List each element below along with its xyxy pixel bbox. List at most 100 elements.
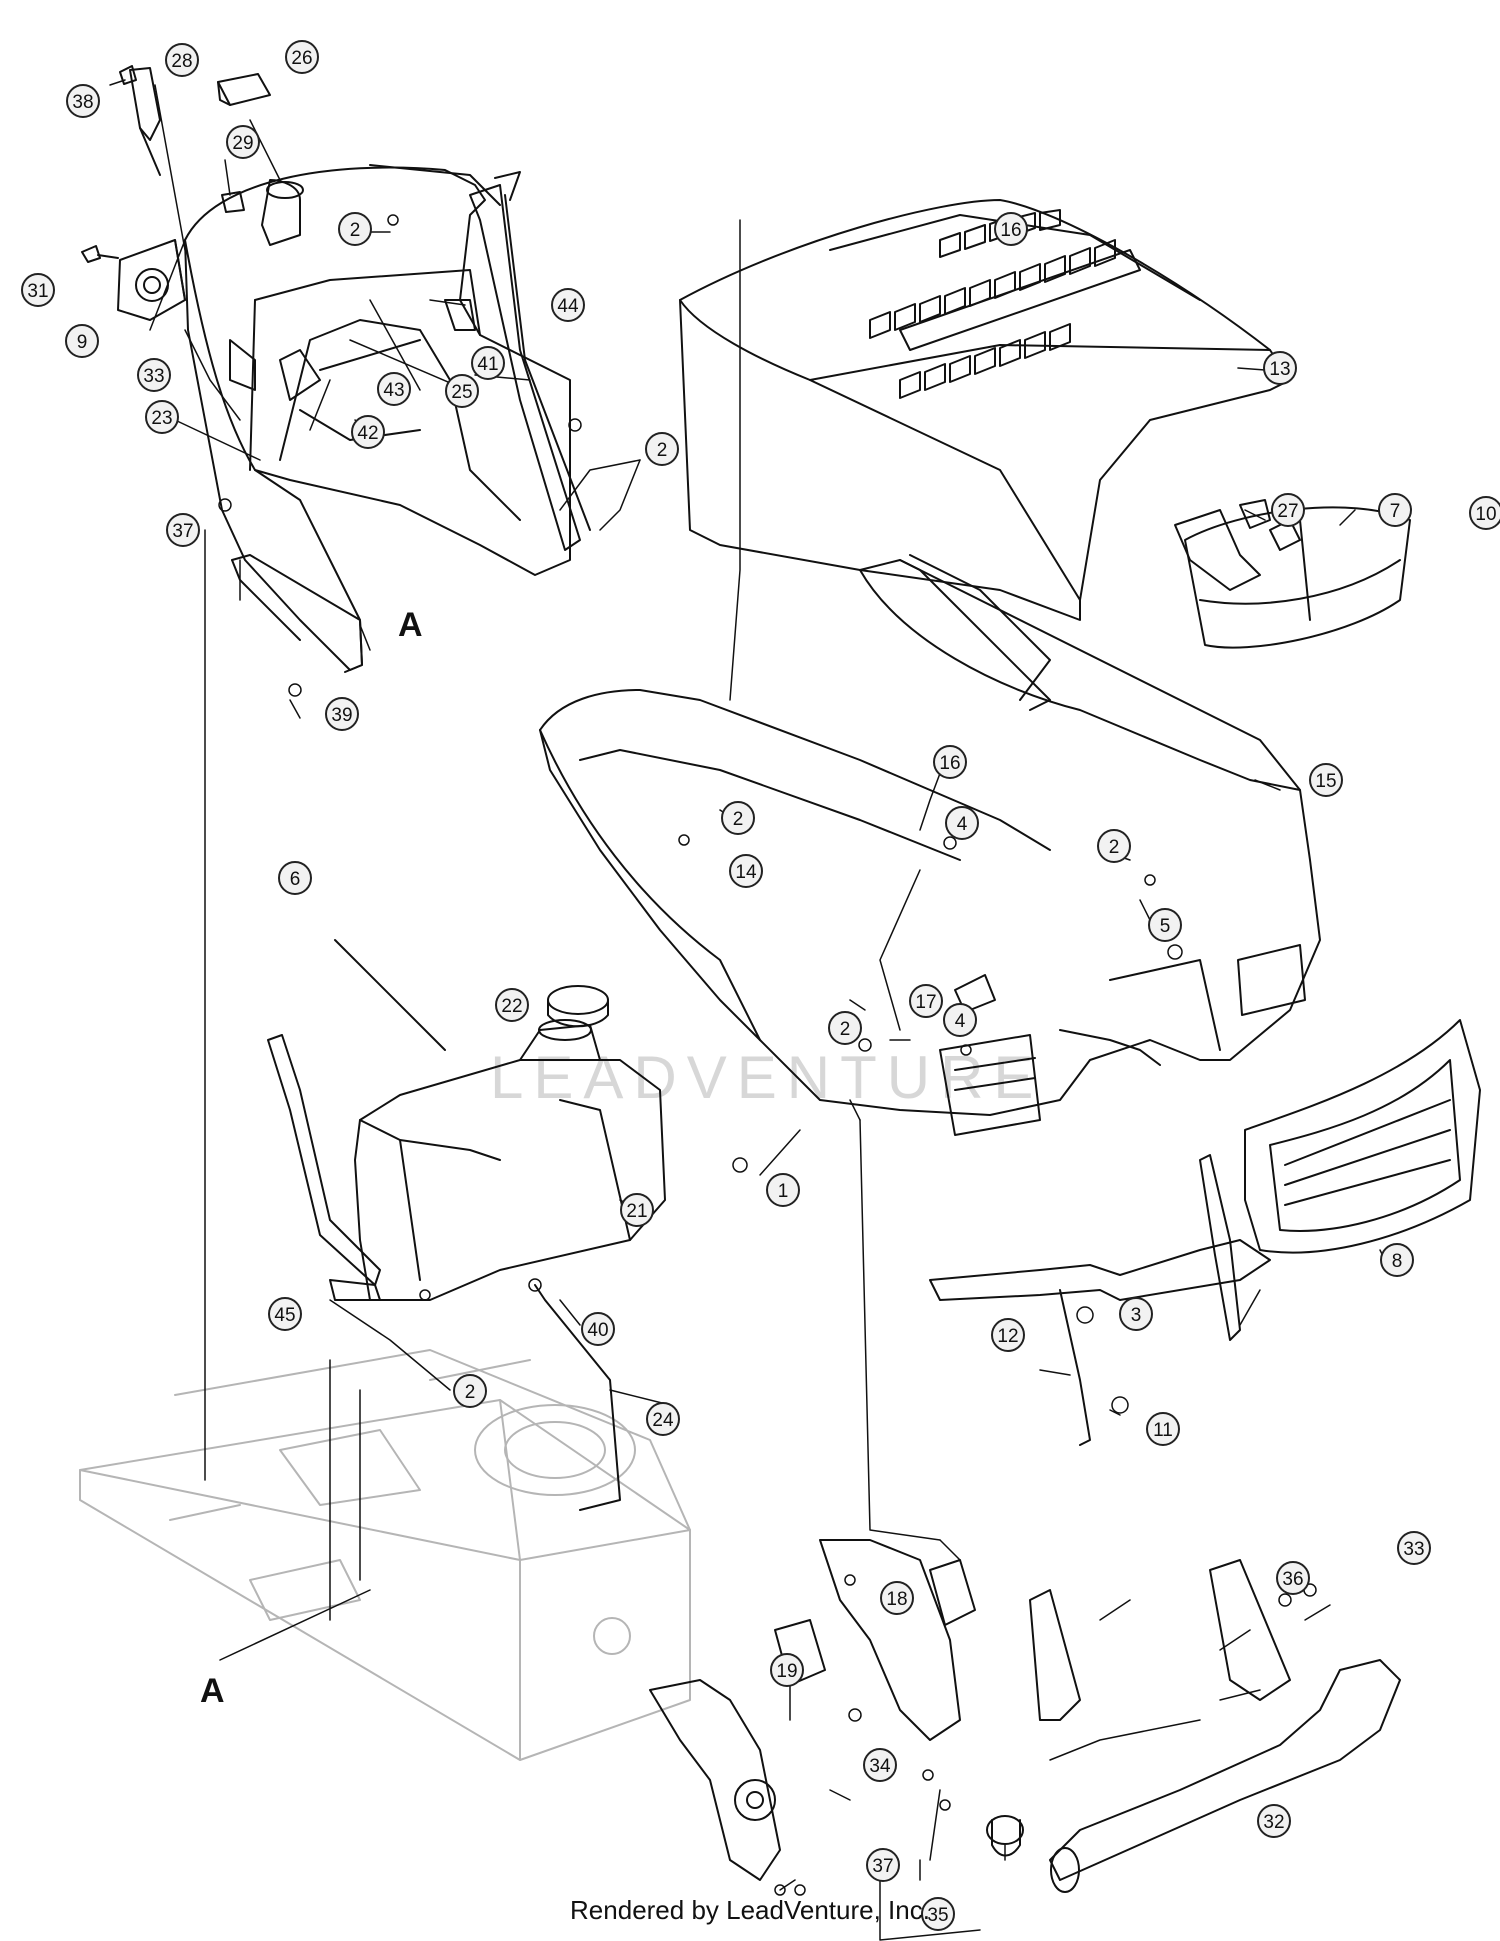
callout-37: 37: [166, 513, 200, 547]
callout-label: 37: [872, 1856, 893, 1877]
callout-label: 2: [657, 440, 668, 461]
callout-41: 41: [471, 346, 505, 380]
callout-label: 6: [290, 869, 301, 890]
end-cap: [986, 1815, 1024, 1857]
callout-2: 2: [645, 432, 679, 466]
footer-credit: Rendered by LeadVenture, Inc.: [570, 1895, 930, 1925]
callout-label: 21: [626, 1201, 647, 1222]
callout-label: 40: [587, 1320, 608, 1341]
callout-5: 5: [1148, 908, 1182, 942]
callout-32: 32: [1257, 1804, 1291, 1838]
callout-16: 16: [933, 745, 967, 779]
callout-26: 26: [285, 40, 319, 74]
section-label-a-top: A: [398, 606, 423, 644]
callout-44: 44: [551, 288, 585, 322]
tractor-frame: [79, 1349, 691, 1761]
front-support-bar: [929, 1154, 1271, 1446]
callout-label: 2: [840, 1019, 851, 1040]
callout-label: 38: [72, 92, 93, 113]
callout-label: 13: [1269, 359, 1290, 380]
headlight-bracket: [1174, 509, 1261, 591]
callout-12: 12: [991, 1318, 1025, 1352]
callout-29: 29: [226, 125, 260, 159]
callout-3: 3: [1119, 1297, 1153, 1331]
callout-label: 22: [501, 996, 522, 1017]
hood-vents: [869, 209, 1116, 399]
callout-2: 2: [828, 1011, 862, 1045]
callout-label: 11: [1153, 1420, 1173, 1441]
callout-label: 33: [143, 366, 164, 387]
watermark: LEADVENTURE: [490, 1044, 1043, 1111]
callout-24: 24: [646, 1402, 680, 1436]
callout-label: 23: [151, 408, 172, 429]
callout-33: 33: [1397, 1531, 1431, 1565]
callout-2: 2: [1097, 829, 1131, 863]
callout-11: 11: [1146, 1412, 1180, 1446]
callout-42: 42: [351, 415, 385, 449]
callout-label: 2: [733, 809, 744, 830]
front-bumper: [1029, 1559, 1401, 1893]
headlight-lens: [1184, 506, 1411, 649]
callout-label: 14: [735, 862, 757, 883]
dash-lower-plate: [231, 554, 363, 673]
callout-label: 18: [886, 1589, 907, 1610]
callout-label: 24: [652, 1410, 674, 1431]
callout-4: 4: [945, 806, 979, 840]
front-body: [539, 554, 1321, 1116]
callout-27: 27: [1271, 493, 1305, 527]
callout-label: 1: [778, 1181, 789, 1202]
callout-1: 1: [766, 1173, 800, 1207]
callout-2: 2: [338, 212, 372, 246]
callout-label: 16: [1000, 220, 1021, 241]
fuel-cap: [547, 985, 609, 1028]
callout-label: 4: [957, 814, 968, 835]
callout-label: 5: [1160, 916, 1171, 937]
callout-label: 12: [997, 1326, 1018, 1347]
callout-15: 15: [1309, 763, 1343, 797]
callout-label: 4: [955, 1011, 966, 1032]
callout-37: 37: [866, 1848, 900, 1882]
callout-label: 32: [1263, 1812, 1284, 1833]
callout-label: 15: [1315, 771, 1336, 792]
dash-cover: [217, 73, 271, 106]
callout-10: 10: [1469, 496, 1500, 530]
callout-label: 37: [172, 521, 193, 542]
side-vent: [939, 1034, 1041, 1136]
callout-18: 18: [880, 1581, 914, 1615]
axle-brackets: [649, 1539, 976, 1881]
callout-23: 23: [145, 400, 179, 434]
bushing: [221, 191, 245, 213]
bulb-socket: [1239, 499, 1271, 529]
callout-28: 28: [165, 43, 199, 77]
callout-label: 19: [776, 1661, 797, 1682]
callout-35: 35: [921, 1897, 955, 1931]
throttle-control: [119, 65, 161, 176]
section-label-a-bottom: A: [200, 1672, 225, 1710]
callout-label: 2: [1109, 837, 1120, 858]
hood: [679, 199, 1291, 621]
leader-lines: [109, 79, 1386, 1941]
callout-label: 43: [383, 380, 404, 401]
callout-6: 6: [278, 861, 312, 895]
callout-19: 19: [770, 1653, 804, 1687]
fuel-line: [534, 1284, 621, 1511]
callout-8: 8: [1380, 1243, 1414, 1277]
callout-40: 40: [581, 1312, 615, 1346]
callout-label: 25: [451, 382, 472, 403]
callout-21: 21: [620, 1193, 654, 1227]
grille: [1244, 1019, 1481, 1254]
ignition-key: [81, 245, 119, 263]
callout-label: 44: [557, 296, 579, 317]
callout-13: 13: [1263, 351, 1297, 385]
callout-label: 9: [77, 332, 88, 353]
callout-33: 33: [137, 358, 171, 392]
cable-tie: [334, 939, 446, 1051]
callout-label: 34: [869, 1756, 891, 1777]
callout-label: 39: [331, 705, 352, 726]
callout-label: 3: [1131, 1305, 1142, 1326]
ignition-switch: [117, 239, 186, 321]
callout-label: 16: [939, 753, 960, 774]
tank-support-bracket: [267, 1034, 381, 1301]
